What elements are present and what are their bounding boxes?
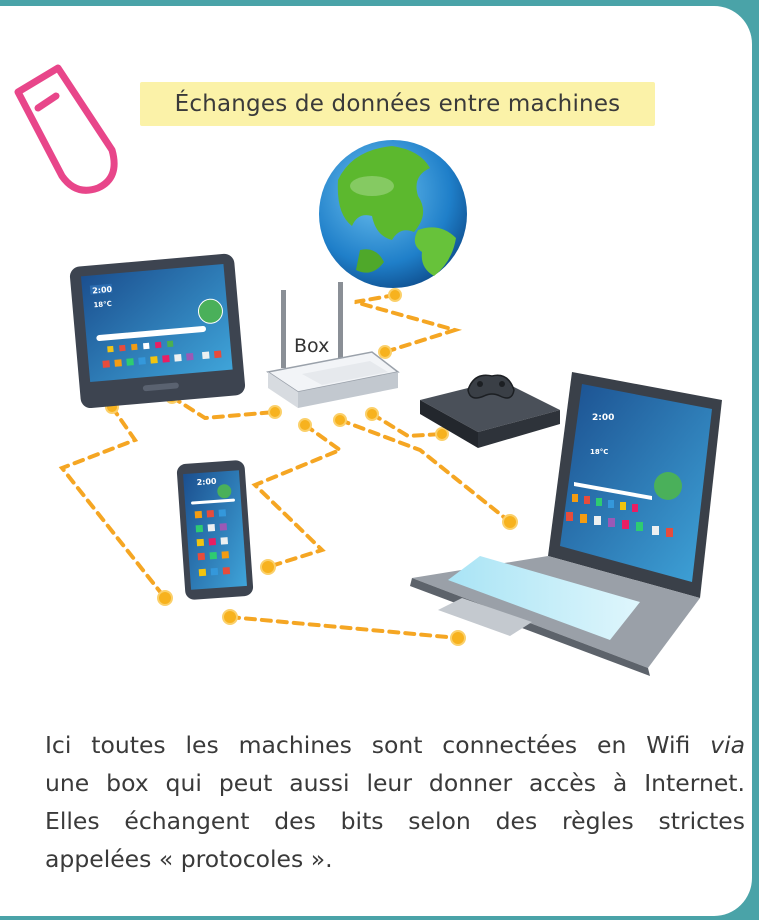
gamepad-icon — [467, 374, 515, 399]
diagram-title: Échanges de données entre machines — [140, 82, 655, 126]
caption-line-3: Elles échangent des bits selon des règle… — [45, 807, 745, 835]
link-box-phone — [251, 423, 345, 569]
tablet-app-icons — [102, 340, 222, 368]
caption-line-4: appelées « protocoles ». — [45, 845, 333, 873]
console-icon — [420, 374, 560, 448]
tablet-time: 2:00 — [92, 285, 113, 296]
finger-tab-icon — [14, 64, 118, 194]
phone-app-icons — [194, 509, 231, 577]
link-globe-box — [354, 293, 463, 354]
phone-icon: 2:00 — [176, 460, 254, 600]
link-tablet-box — [170, 395, 277, 421]
link-phone-laptop — [228, 615, 460, 640]
diagram-title-text: Échanges de données entre machines — [174, 91, 621, 117]
laptop-time: 2:00 — [592, 413, 614, 423]
laptop-app-icons — [566, 494, 673, 537]
tablet-icon: 2:00 18°C — [69, 253, 246, 409]
router-icon: Box — [266, 282, 400, 408]
globe-icon — [319, 140, 467, 288]
link-tablet-phone — [58, 405, 167, 600]
caption-line-1-text: Ici toutes les machines sont connectées … — [45, 731, 711, 759]
caption-line-2: une box qui peut aussi leur donner accès… — [45, 769, 745, 797]
caption-paragraph: Ici toutes les machines sont connectées … — [45, 726, 745, 878]
laptop-temp: 18°C — [590, 448, 608, 456]
link-box-laptop — [338, 418, 512, 524]
tablet-temp: 18°C — [93, 300, 112, 310]
caption-line-1-italic: via — [710, 731, 745, 759]
box-label: Box — [294, 335, 329, 357]
laptop-icon: 2:00 18°C — [410, 372, 722, 676]
connection-links — [58, 293, 512, 640]
link-box-console — [370, 412, 444, 439]
caption-line-1: Ici toutes les machines sont connectées … — [45, 726, 745, 764]
phone-time: 2:00 — [196, 477, 217, 487]
link-nodes — [105, 288, 518, 646]
